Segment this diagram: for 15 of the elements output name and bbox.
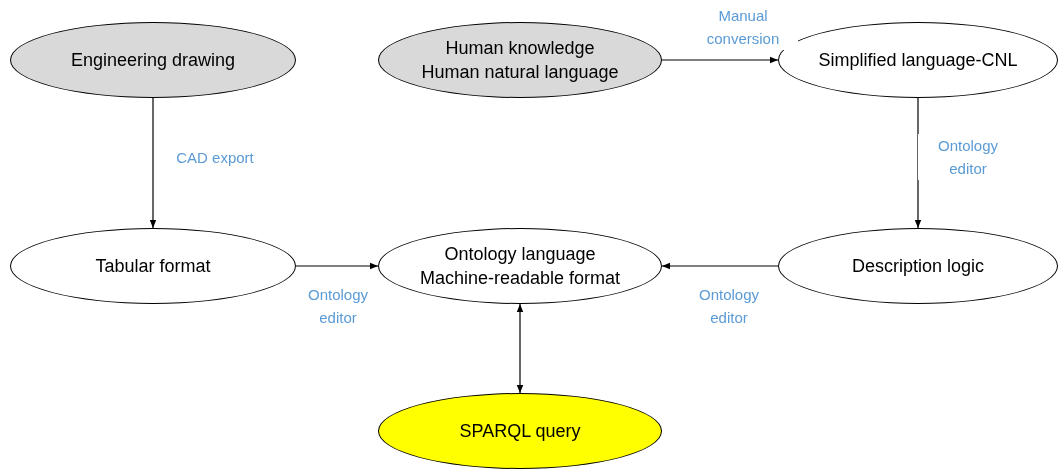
arrow (149, 97, 157, 229)
node-text: Engineering drawing (70, 49, 236, 72)
node-text: Human natural language (421, 61, 619, 84)
node-text: Tabular format (95, 255, 211, 278)
node-text: Human knowledge (445, 37, 595, 60)
arrow (661, 262, 779, 270)
node-text: Simplified language-CNL (818, 49, 1018, 72)
node-text: SPARQL query (459, 420, 581, 443)
node-text: Description logic (851, 255, 985, 278)
arrow (295, 262, 379, 270)
arrow (661, 56, 779, 64)
arrow (516, 303, 524, 394)
arrow (914, 97, 922, 229)
node-text: Ontology language (444, 243, 596, 266)
node-text: Machine-readable format (419, 267, 621, 290)
